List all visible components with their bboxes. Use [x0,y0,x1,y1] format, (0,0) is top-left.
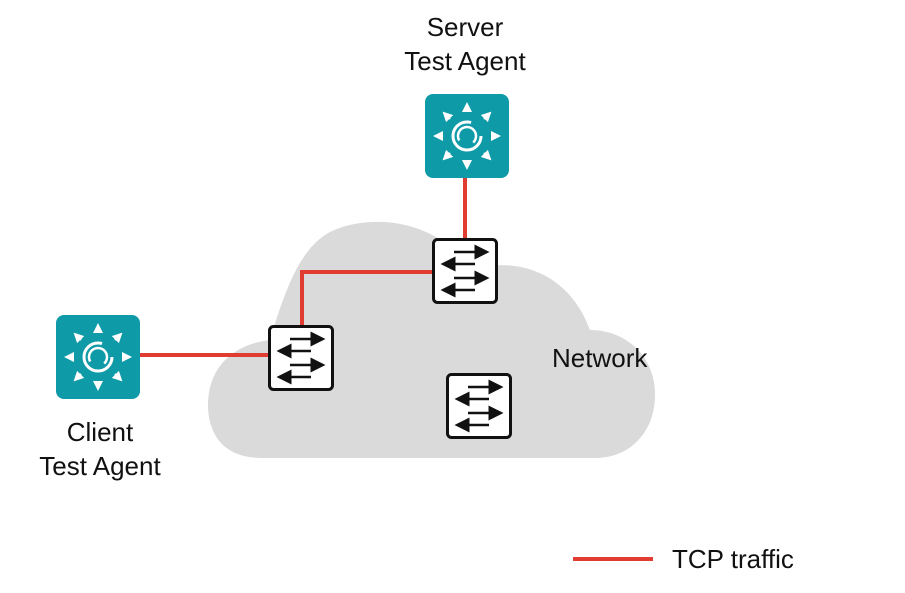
switch-left[interactable] [270,327,333,390]
server-label-line1: Server [426,12,504,42]
switch-lower[interactable] [448,375,511,438]
client-label-line2: Test Agent [39,451,161,481]
client-agent-label: Client Test Agent [15,415,185,483]
client-test-agent-icon[interactable] [56,315,140,399]
legend-tcp-label: TCP traffic [672,542,794,576]
legend-tcp-text: TCP traffic [672,544,794,574]
network-cloud [208,221,655,458]
server-agent-label: Server Test Agent [380,10,550,78]
client-label-line1: Client [66,417,134,447]
network-label-text: Network [552,343,648,373]
switch-upper[interactable] [434,240,497,303]
server-label-line2: Test Agent [404,46,526,76]
server-test-agent-icon[interactable] [425,94,509,178]
network-label: Network [552,341,647,375]
tcp-traffic-path [140,178,467,357]
